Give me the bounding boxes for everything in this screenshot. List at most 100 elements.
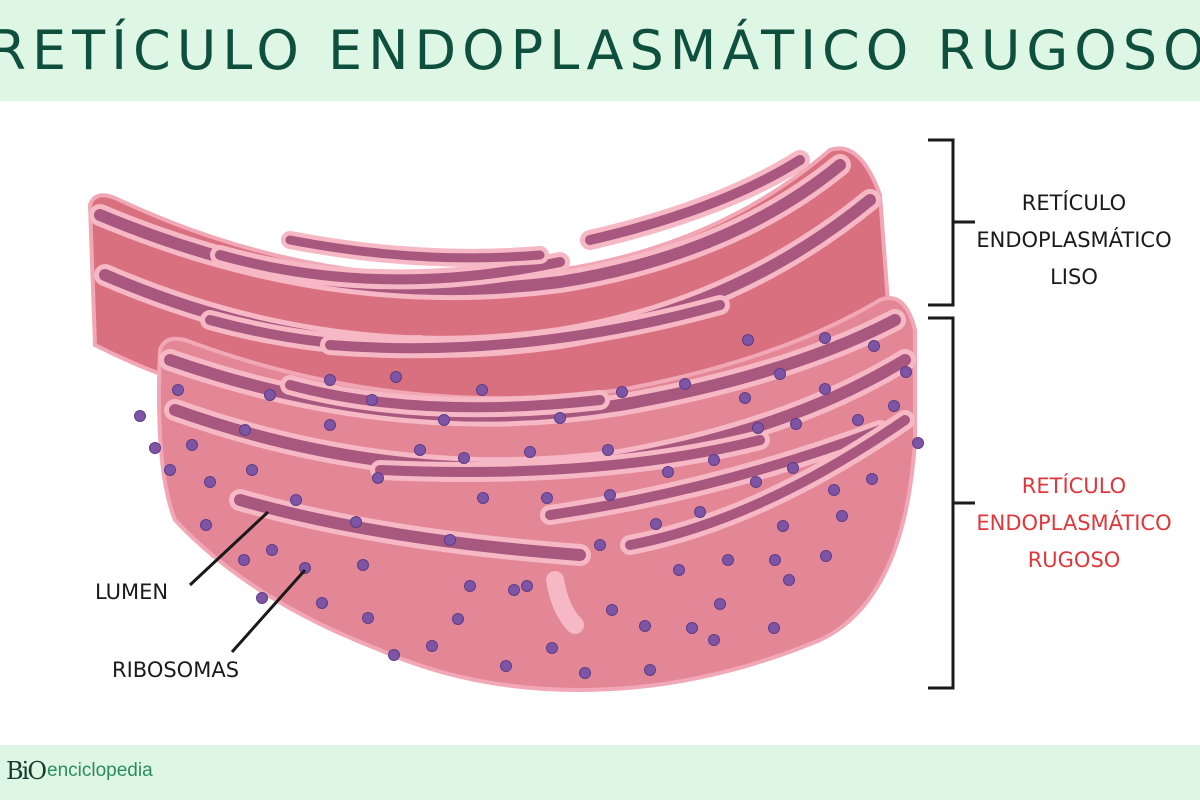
ribosome-dot bbox=[186, 439, 198, 451]
ribosome-dot bbox=[388, 649, 400, 661]
ribosome-dot bbox=[414, 444, 426, 456]
ribosome-dot bbox=[246, 464, 258, 476]
ribosome-dot bbox=[477, 492, 489, 504]
ribosome-dot bbox=[819, 332, 831, 344]
ribosome-dot bbox=[476, 384, 488, 396]
ribosome-dot bbox=[790, 418, 802, 430]
logo-wordmark: enciclopedia bbox=[47, 760, 153, 781]
ribosome-dot bbox=[134, 410, 146, 422]
header-band: RETÍCULO ENDOPLASMÁTICO RUGOSO bbox=[0, 0, 1200, 101]
ribosome-dot bbox=[752, 422, 764, 434]
ribosome-dot bbox=[164, 464, 176, 476]
ribosome-dot bbox=[694, 506, 706, 518]
ribosome-dot bbox=[438, 414, 450, 426]
ribosome-dot bbox=[739, 392, 751, 404]
ribosome-dot bbox=[868, 340, 880, 352]
ribosome-dot bbox=[500, 660, 512, 672]
ribosome-dot bbox=[464, 580, 476, 592]
ribosome-dot bbox=[639, 620, 651, 632]
ribosome-dot bbox=[616, 386, 628, 398]
ribosome-dot bbox=[852, 414, 864, 426]
ribosome-dot bbox=[888, 400, 900, 412]
ribosome-dot bbox=[521, 580, 533, 592]
ribosome-dot bbox=[172, 384, 184, 396]
ribosome-dot bbox=[256, 592, 268, 604]
lumen-label: LUMEN bbox=[95, 580, 169, 604]
smooth-er-label-line-1: RETÍCULO bbox=[1021, 191, 1127, 215]
ribosome-dot bbox=[426, 640, 438, 652]
ribosome-dot bbox=[324, 419, 336, 431]
ribosome-dot bbox=[266, 544, 278, 556]
ribosome-dot bbox=[777, 520, 789, 532]
rough-er-label-line-3: RUGOSO bbox=[1027, 548, 1121, 572]
rugoso-bracket bbox=[928, 316, 975, 690]
ribosome-dot bbox=[787, 462, 799, 474]
ribosome-dot bbox=[673, 564, 685, 576]
ribosome-dot bbox=[594, 539, 606, 551]
page-title: RETÍCULO ENDOPLASMÁTICO RUGOSO bbox=[0, 19, 1200, 82]
bioenciclopedia-logo[interactable]: BiO enciclopedia bbox=[6, 757, 153, 785]
ribosome-dot bbox=[606, 604, 618, 616]
ribosome-dot bbox=[324, 374, 336, 386]
ribosome-dot bbox=[239, 424, 251, 436]
ribosome-dot bbox=[238, 554, 250, 566]
ribosome-dot bbox=[900, 366, 912, 378]
ribosome-dot bbox=[774, 368, 786, 380]
footer-band: BiO enciclopedia bbox=[0, 745, 1200, 800]
ribosome-dot bbox=[768, 622, 780, 634]
ribosome-dot bbox=[866, 473, 878, 485]
ribosome-dot bbox=[299, 562, 311, 574]
ribosome-dot bbox=[650, 518, 662, 530]
rough-er-label-line-2: ENDOPLASMÁTICO bbox=[976, 511, 1172, 535]
ribosome-dot bbox=[819, 383, 831, 395]
smooth-er-illustration bbox=[87, 146, 893, 433]
ribosome-dot bbox=[604, 489, 616, 501]
ribosome-dot bbox=[769, 554, 781, 566]
ribosome-dot bbox=[362, 612, 374, 624]
ribosome-dot bbox=[458, 452, 470, 464]
ribosome-dot bbox=[820, 550, 832, 562]
ribosome-dot bbox=[644, 664, 656, 676]
ribosome-dot bbox=[828, 484, 840, 496]
rough-er-label: RETÍCULO ENDOPLASMÁTICO RUGOSO bbox=[958, 468, 1190, 579]
smooth-er-label: RETÍCULO ENDOPLASMÁTICO LISO bbox=[958, 185, 1190, 296]
ribosome-dot bbox=[662, 466, 674, 478]
ribosome-dot bbox=[524, 446, 536, 458]
ribosome-dot bbox=[783, 574, 795, 586]
ribosome-dot bbox=[350, 516, 362, 528]
rough-er-label-line-1: RETÍCULO bbox=[1021, 474, 1127, 498]
ribosomas-label: RIBOSOMAS bbox=[112, 658, 240, 682]
logo-bio-text: BiO bbox=[6, 757, 47, 785]
ribosome-dot bbox=[722, 554, 734, 566]
ribosome-dot bbox=[686, 622, 698, 634]
ribosome-dot bbox=[372, 472, 384, 484]
ribosome-dot bbox=[546, 642, 558, 654]
ribosome-dot bbox=[714, 598, 726, 610]
ribosome-dot bbox=[149, 442, 161, 454]
smooth-er-label-line-3: LISO bbox=[1050, 265, 1098, 289]
ribosome-dot bbox=[679, 378, 691, 390]
ribosome-dot bbox=[264, 389, 276, 401]
ribosome-dot bbox=[390, 371, 402, 383]
ribosome-dot bbox=[508, 584, 520, 596]
smooth-er-label-line-2: ENDOPLASMÁTICO bbox=[976, 228, 1172, 252]
ribosome-dot bbox=[444, 534, 456, 546]
ribosome-dot bbox=[290, 494, 302, 506]
ribosome-dot bbox=[452, 613, 464, 625]
ribosome-dot bbox=[742, 334, 754, 346]
ribosome-dot bbox=[200, 519, 212, 531]
ribosome-dot bbox=[708, 634, 720, 646]
ribosome-dot bbox=[836, 510, 848, 522]
ribosome-dot bbox=[750, 476, 762, 488]
ribosome-dot bbox=[708, 454, 720, 466]
ribosomes-group bbox=[134, 332, 924, 679]
ribosomas-pointer-line bbox=[230, 569, 307, 653]
lumen-pointer-line bbox=[188, 510, 270, 587]
ribosome-dot bbox=[579, 667, 591, 679]
ribosome-dot bbox=[366, 394, 378, 406]
ribosome-dot bbox=[541, 492, 553, 504]
liso-bracket bbox=[928, 138, 975, 307]
ribosome-dot bbox=[204, 476, 216, 488]
ribosome-dot bbox=[357, 559, 369, 571]
